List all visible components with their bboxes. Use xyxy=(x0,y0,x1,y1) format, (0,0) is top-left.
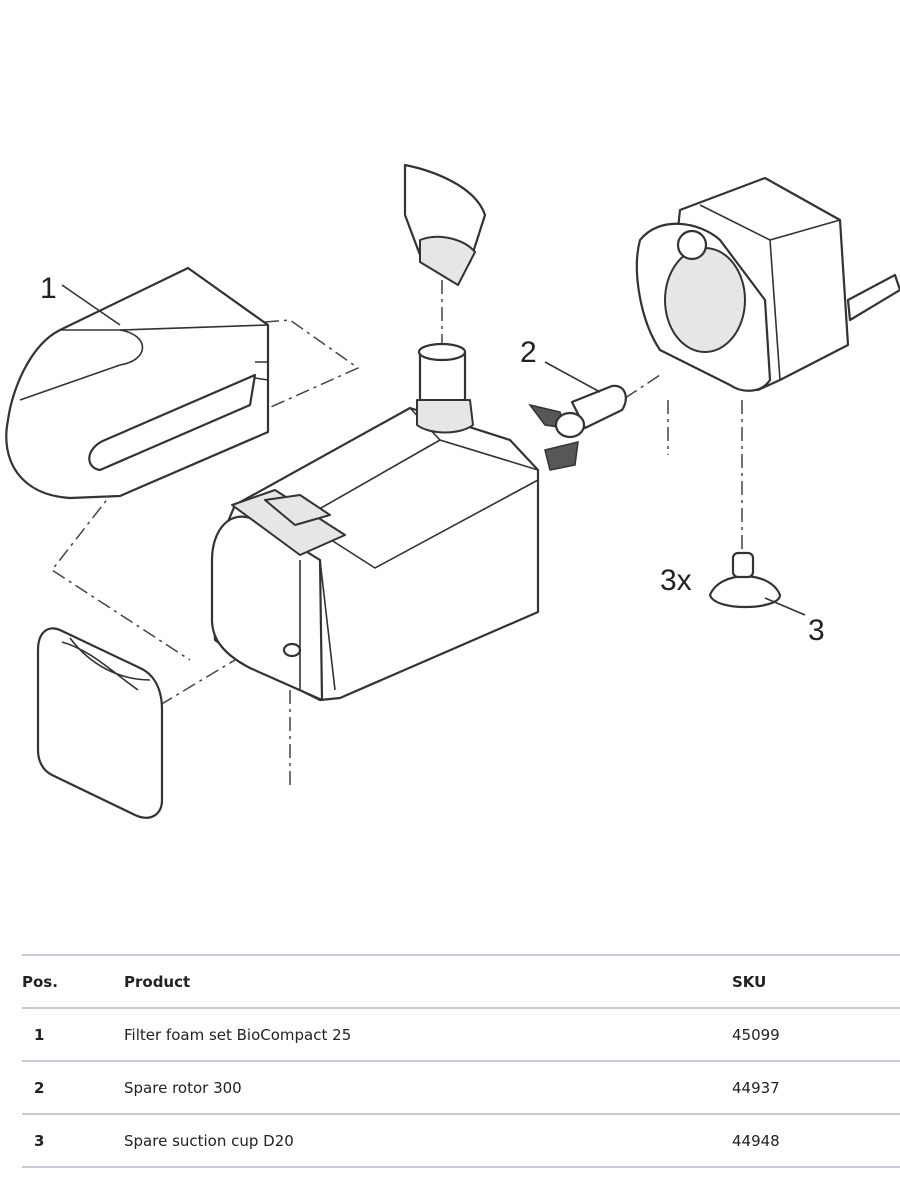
intake-cup-part xyxy=(403,163,487,286)
row-sku: 45099 xyxy=(732,1007,900,1062)
header-pos: Pos. xyxy=(22,954,124,1009)
row-product: Filter foam set BioCompact 25 xyxy=(124,1007,732,1062)
header-sku: SKU xyxy=(732,954,900,1009)
row-pos: 2 xyxy=(22,1060,124,1115)
filter-foam-part xyxy=(5,266,270,500)
table-row: 2 Spare rotor 300 44937 xyxy=(22,1060,900,1115)
callout-2: 2 xyxy=(520,336,537,369)
front-cover-part xyxy=(36,627,164,819)
row-pos: 3 xyxy=(22,1113,124,1168)
callouts: 1 2 3 3x xyxy=(40,272,825,647)
suction-cup-part xyxy=(708,551,782,609)
exploded-view-diagram: 1 2 3 3x xyxy=(5,163,900,819)
quantity-label: 3x xyxy=(660,564,692,597)
motor-unit-part xyxy=(635,176,900,392)
table-row: 3 Spare suction cup D20 44948 xyxy=(22,1113,900,1168)
callout-3: 3 xyxy=(808,614,825,647)
spare-parts-table: Pos. Product SKU 1 Filter foam set BioCo… xyxy=(22,954,900,1168)
callout-1: 1 xyxy=(40,272,57,305)
table-header-row: Pos. Product SKU xyxy=(22,954,900,1009)
row-sku: 44937 xyxy=(732,1060,900,1115)
row-pos: 1 xyxy=(22,1007,124,1062)
row-product: Spare rotor 300 xyxy=(124,1060,732,1115)
pump-body-part xyxy=(210,342,540,702)
row-product: Spare suction cup D20 xyxy=(124,1113,732,1168)
table-row: 1 Filter foam set BioCompact 25 45099 xyxy=(22,1007,900,1062)
row-sku: 44948 xyxy=(732,1113,900,1168)
rotor-part xyxy=(528,384,627,471)
header-product: Product xyxy=(124,954,732,1009)
